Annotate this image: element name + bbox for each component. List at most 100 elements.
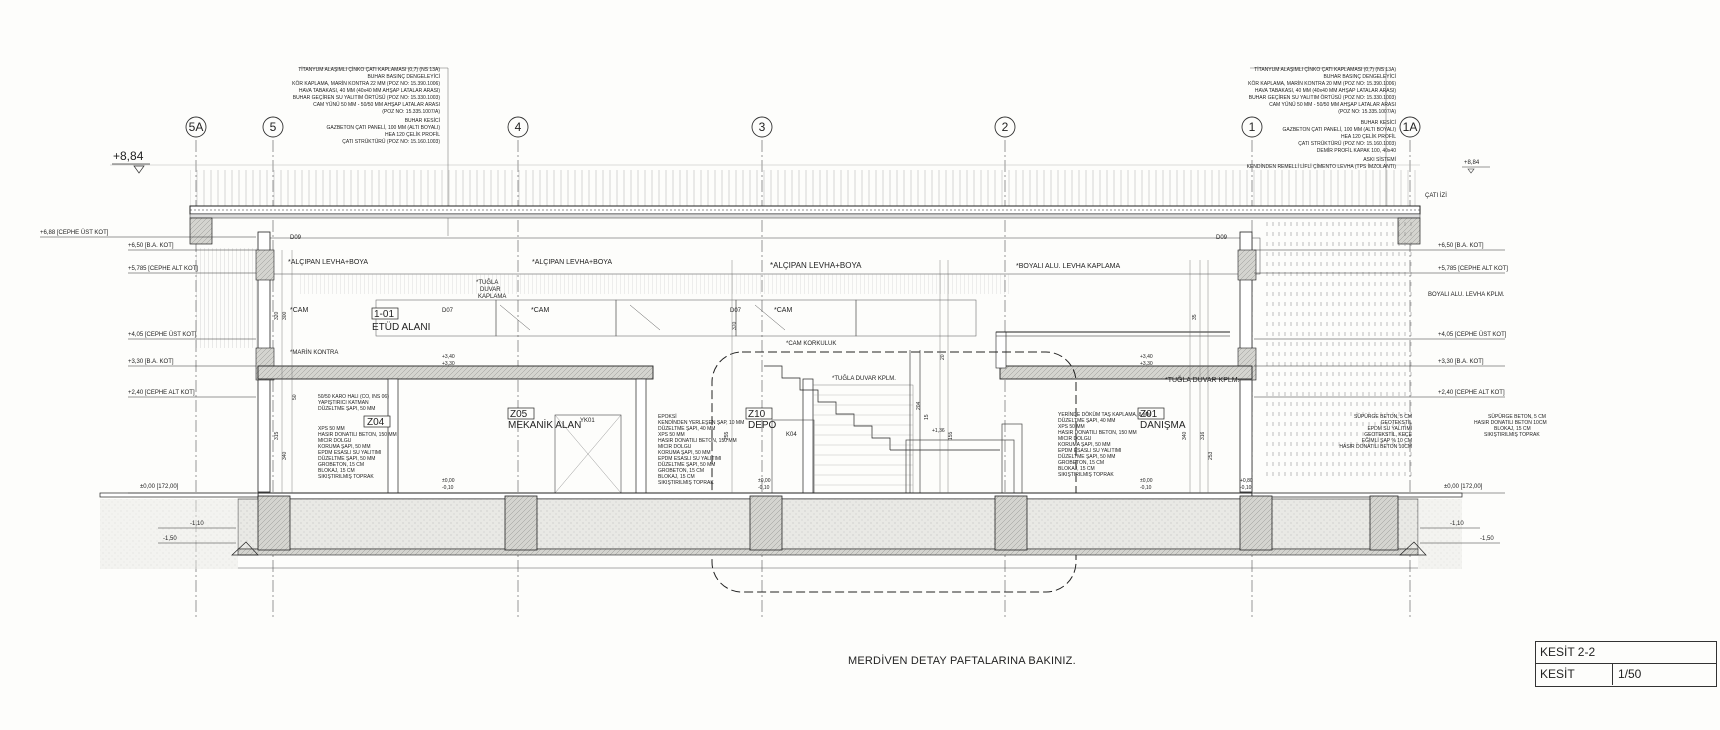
svg-text:BUHAR KESİCİ: BUHAR KESİCİ (1361, 119, 1396, 126)
annotations: *ALÇIPAN LEVHA+BOYA *ALÇIPAN LEVHA+BOYA … (288, 235, 1505, 438)
svg-text:YK01: YK01 (580, 418, 595, 424)
svg-text:HASIR DONATILI BETON, 150 MM: HASIR DONATILI BETON, 150 MM (318, 432, 397, 438)
svg-text:+3,30 [B.A. KOT]: +3,30 [B.A. KOT] (1438, 359, 1484, 365)
svg-text:+3,30: +3,30 (442, 361, 455, 367)
roof-notes-left: TİTANYUM ALAŞIMLI ÇİNKO ÇATI KAPLAMASI (… (292, 66, 440, 145)
svg-text:HAVA TABAKASI, 40 MM (40x40 MM: HAVA TABAKASI, 40 MM (40x40 MM AHŞAP LAT… (1255, 88, 1396, 94)
svg-text:KÖR KAPLAMA, MARİN KONTRA 22 M: KÖR KAPLAMA, MARİN KONTRA 22 MM (POZ NO:… (292, 80, 440, 87)
title-block-row: KESİT 1/50 (1536, 664, 1716, 685)
axis-label: 3 (759, 120, 766, 134)
svg-text:±0,00 [172,00]: ±0,00 [172,00] (1444, 484, 1483, 490)
dimension-labels: 320 300 50 315 340 255 370 20 155 204 15… (274, 311, 1214, 460)
svg-text:CAM YÜNÜ 50 MM - 50/50 MM AHŞA: CAM YÜNÜ 50 MM - 50/50 MM AHŞAP LATALAR … (1269, 101, 1396, 108)
glazing (375, 299, 977, 337)
svg-text:HEA 120 ÇELİK PROFİL: HEA 120 ÇELİK PROFİL (385, 131, 440, 138)
svg-text:HASIR DONATILI BETON, 150 MM: HASIR DONATILI BETON, 150 MM (658, 438, 737, 444)
svg-text:GROBETON, 15 CM: GROBETON, 15 CM (1058, 460, 1104, 466)
svg-text:-1,50: -1,50 (163, 536, 177, 542)
svg-text:TİTANYUM ALAŞIMLI ÇİNKO ÇATI K: TİTANYUM ALAŞIMLI ÇİNKO ÇATI KAPLAMASI (… (1254, 66, 1396, 73)
svg-text:300: 300 (282, 311, 288, 320)
svg-text:EPDM ESASLI SU YALITIMI: EPDM ESASLI SU YALITIMI (1058, 448, 1121, 454)
svg-text:SIKIŞTIRILMIŞ TOPRAK: SIKIŞTIRILMIŞ TOPRAK (1058, 472, 1114, 478)
svg-text:±0,00 [172,00]: ±0,00 [172,00] (140, 484, 179, 490)
drawing-scale: 1/50 (1618, 667, 1642, 681)
svg-text:D07: D07 (442, 308, 454, 314)
svg-text:-1,10: -1,10 (190, 521, 204, 527)
axis-label: 4 (515, 120, 522, 134)
axis-label: 1A (1403, 120, 1418, 134)
axis-bubbles (185, 116, 1421, 138)
level-label: +8,84 (113, 149, 144, 163)
svg-text:-0,10: -0,10 (1240, 485, 1252, 491)
floor-notes-exterior-far-right: SÜPÜRGE BETON, 5 CM HASIR DONATILI BETON… (1474, 413, 1547, 438)
svg-text:+3,40: +3,40 (442, 354, 455, 360)
svg-text:KENDİNDEN YERLEŞEN ŞAP, 10 MM: KENDİNDEN YERLEŞEN ŞAP, 10 MM (658, 419, 744, 426)
svg-text:DÜZELTME ŞAPI, 50 MM: DÜZELTME ŞAPI, 50 MM (658, 461, 715, 468)
svg-text:340: 340 (1182, 431, 1188, 440)
axis-label: 5 (270, 120, 277, 134)
svg-text:(POZ NO: 15.335.1007/A): (POZ NO: 15.335.1007/A) (382, 109, 440, 115)
svg-text:EĞİMLİ ŞAP % 10 CM: EĞİMLİ ŞAP % 10 CM (1362, 437, 1412, 444)
svg-text:D09: D09 (290, 235, 302, 241)
svg-text:*ALÇIPAN LEVHA+BOYA: *ALÇIPAN LEVHA+BOYA (532, 259, 612, 266)
svg-text:+4,05 [CEPHE ÜST KOT]: +4,05 [CEPHE ÜST KOT] (128, 331, 197, 338)
room-id: 1-01 (374, 309, 394, 320)
room-id: Z10 (748, 409, 766, 420)
inner-levels: +3,40 +3,30 +3,40 +3,30 ±0,00 -0,10 ±0,0… (442, 354, 1253, 491)
svg-text:+3,40: +3,40 (1140, 354, 1153, 360)
svg-text:BUHAR BASINÇ DENGELEYİCİ: BUHAR BASINÇ DENGELEYİCİ (367, 73, 440, 80)
svg-text:SIKIŞTIRILMIŞ TOPRAK: SIKIŞTIRILMIŞ TOPRAK (658, 480, 714, 486)
svg-text:SIKIŞTIRILMIŞ TOPRAK: SIKIŞTIRILMIŞ TOPRAK (1484, 432, 1540, 438)
svg-text:GAZBETON ÇATI PANELİ, 100 MM (: GAZBETON ÇATI PANELİ, 100 MM (ALTI BOYAL… (327, 124, 441, 131)
stair-detail-note: MERDİVEN DETAY PAFTALARINA BAKINIZ. (848, 655, 1076, 667)
sheet-title: KESİT 2-2 (1540, 645, 1596, 659)
floor-notes-z05: EPOKSİ KENDİNDEN YERLEŞEN ŞAP, 10 MM DÜZ… (658, 413, 744, 486)
svg-text:YAPIŞTIRICI KATMAN: YAPIŞTIRICI KATMAN (318, 400, 369, 406)
svg-text:DÜZELTME ŞAPI, 50 MM: DÜZELTME ŞAPI, 50 MM (318, 405, 375, 412)
svg-text:KÖR KAPLAMA, MARİN KONTRA 20 M: KÖR KAPLAMA, MARİN KONTRA 20 MM (POZ NO:… (1248, 80, 1396, 87)
svg-text:+6,50 [B.A. KOT]: +6,50 [B.A. KOT] (128, 243, 174, 249)
svg-text:BUHAR GEÇİREN SU YALITIM ÖRTÜS: BUHAR GEÇİREN SU YALITIM ÖRTÜSÜ (POZ NO:… (1249, 94, 1397, 101)
svg-text:BLOKAJ, 15 CM: BLOKAJ, 15 CM (1058, 466, 1095, 472)
svg-text:*CAM: *CAM (774, 307, 792, 314)
svg-text:316: 316 (1200, 431, 1206, 440)
svg-text:320: 320 (274, 311, 280, 320)
top-level-left (110, 163, 1420, 174)
mezzanine-slab-right (999, 365, 1253, 380)
room-id: Z05 (510, 409, 528, 420)
svg-text:BLOKAJ, 15 CM: BLOKAJ, 15 CM (658, 474, 695, 480)
room-name: MEKANİK ALAN (508, 418, 581, 431)
room-tags (363, 307, 1165, 428)
room-name: DANIŞMA (1140, 420, 1186, 431)
axis-label: 2 (1002, 120, 1009, 134)
svg-text:-0,10: -0,10 (758, 485, 770, 491)
svg-text:EPOKSİ: EPOKSİ (658, 413, 677, 420)
right-level-labels: +6,50 [B.A. KOT] +5,785 [CEPHE ALT KOT] … (1438, 243, 1508, 542)
svg-text:*TUĞLA DUVAR KPLM.: *TUĞLA DUVAR KPLM. (1165, 375, 1240, 384)
svg-text:DÜZELTME ŞAPI, 50 MM: DÜZELTME ŞAPI, 50 MM (1058, 453, 1115, 460)
svg-text:+2,40 [CEPHE ALT KOT]: +2,40 [CEPHE ALT KOT] (128, 390, 195, 396)
svg-text:GEOTEKSTİL: GEOTEKSTİL (1381, 419, 1413, 426)
svg-text:-1,10: -1,10 (1450, 521, 1464, 527)
dimension-lines (281, 250, 1209, 493)
svg-text:EPDM ESASLI SU YALITIMI: EPDM ESASLI SU YALITIMI (658, 456, 721, 462)
mezzanine-slab-left (257, 365, 654, 380)
svg-text:D09: D09 (1216, 235, 1228, 241)
svg-text:MICIR DOLGU: MICIR DOLGU (318, 438, 352, 444)
svg-text:K04: K04 (786, 432, 797, 438)
svg-text:HEA 120 ÇELİK PROFİL: HEA 120 ÇELİK PROFİL (1341, 133, 1396, 140)
svg-text:CAM YÜNÜ 50 MM - 50/50 MM AHŞA: CAM YÜNÜ 50 MM - 50/50 MM AHŞAP LATALAR … (313, 101, 440, 108)
axis-label: 5A (189, 120, 204, 134)
floor-notes-z04: 50/50 KARO HALI (CO, INS 06) YAPIŞTIRICI… (318, 394, 397, 480)
svg-text:*BOYALI ALU. LEVHA KAPLAMA: *BOYALI ALU. LEVHA KAPLAMA (1016, 263, 1120, 270)
roof-notes-right: TİTANYUM ALAŞIMLI ÇİNKO ÇATI KAPLAMASI (… (1247, 66, 1397, 170)
svg-text:-0,10: -0,10 (442, 485, 454, 491)
room-name: ETÜD ALANI (372, 321, 430, 333)
svg-text:SIKIŞTIRILMIŞ TOPRAK: SIKIŞTIRILMIŞ TOPRAK (318, 474, 374, 480)
svg-text:*CAM: *CAM (531, 307, 549, 314)
svg-text:BLOKAJ, 15 CM: BLOKAJ, 15 CM (1494, 426, 1531, 432)
svg-text:HASIR DONATILI BETON 10CM: HASIR DONATILI BETON 10CM (1339, 444, 1412, 450)
svg-text:±0,00: ±0,00 (758, 478, 771, 484)
svg-text:340: 340 (282, 451, 288, 460)
svg-text:155: 155 (948, 431, 954, 440)
